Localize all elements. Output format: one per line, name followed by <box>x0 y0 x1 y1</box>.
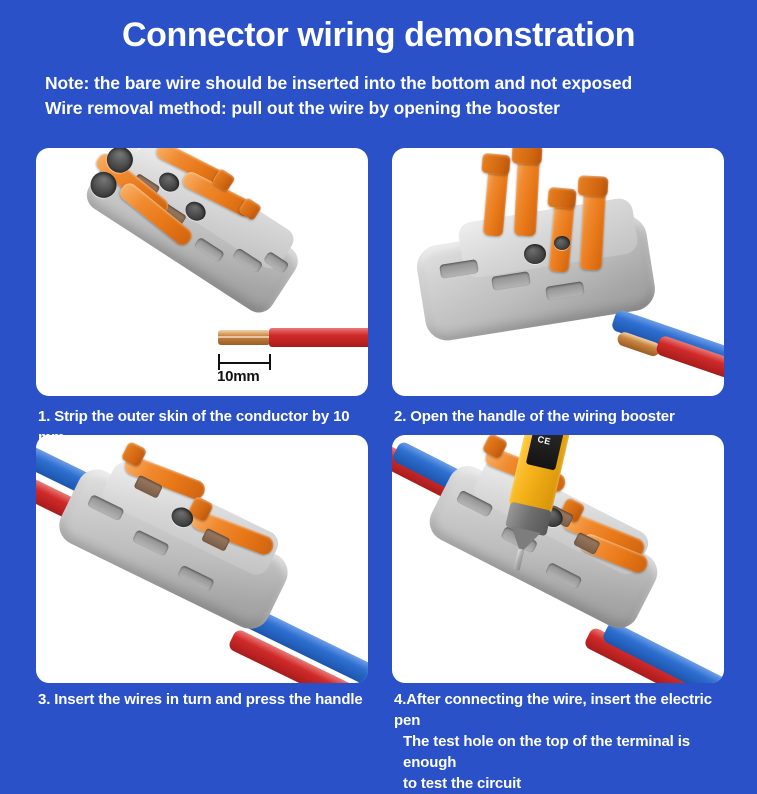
step-2-illustration <box>392 148 724 396</box>
step-4-illustration: CE <box>392 435 724 683</box>
test-hole-2 <box>554 236 570 250</box>
step-1-card: 10mm <box>36 148 368 396</box>
note-line-2: Wire removal method: pull out the wire b… <box>45 98 560 118</box>
step-4-caption-line-3: to test the circuit <box>403 775 521 792</box>
step-4-caption: 4.After connecting the wire, insert the … <box>394 689 740 794</box>
step-4: CE 4.After connecting the wire, insert t… <box>392 435 724 792</box>
measure-tick-left <box>218 354 220 370</box>
step-4-caption-line-1: 4.After connecting the wire, insert the … <box>394 691 712 729</box>
lever-open-3-head[interactable] <box>547 186 577 210</box>
measure-label: 10mm <box>217 368 260 385</box>
note-line-1: Note: the bare wire should be inserted i… <box>45 73 633 93</box>
step-3-illustration <box>36 435 368 683</box>
step-3: 3. Insert the wires in turn and press th… <box>36 435 368 708</box>
step-3-card <box>36 435 368 683</box>
lever-open-4-head[interactable] <box>577 175 609 197</box>
steps-grid: 10mm 1. Strip the outer skin of the cond… <box>0 140 757 792</box>
step-3-caption: 3. Insert the wires in turn and press th… <box>38 691 363 708</box>
step-2-caption: 2. Open the handle of the wiring booster <box>394 408 675 425</box>
lever-open-1-head[interactable] <box>481 152 511 176</box>
wire-red-section <box>269 328 368 347</box>
step-1-illustration: 10mm <box>36 148 368 396</box>
test-hole-1 <box>524 244 546 264</box>
measure-tick-right <box>269 354 271 370</box>
step-2-card <box>392 148 724 396</box>
step-4-caption-line-2: The test hole on the top of the terminal… <box>403 733 690 771</box>
lever-open-2-head[interactable] <box>511 148 543 165</box>
page-title: Connector wiring demonstration <box>121 16 636 54</box>
header: Connector wiring demonstration Note: the… <box>0 0 757 140</box>
step-4-card: CE <box>392 435 724 683</box>
step-2: 2. Open the handle of the wiring booster <box>392 148 724 425</box>
step-1: 10mm 1. Strip the outer skin of the cond… <box>36 148 368 446</box>
measure-line <box>218 362 271 364</box>
